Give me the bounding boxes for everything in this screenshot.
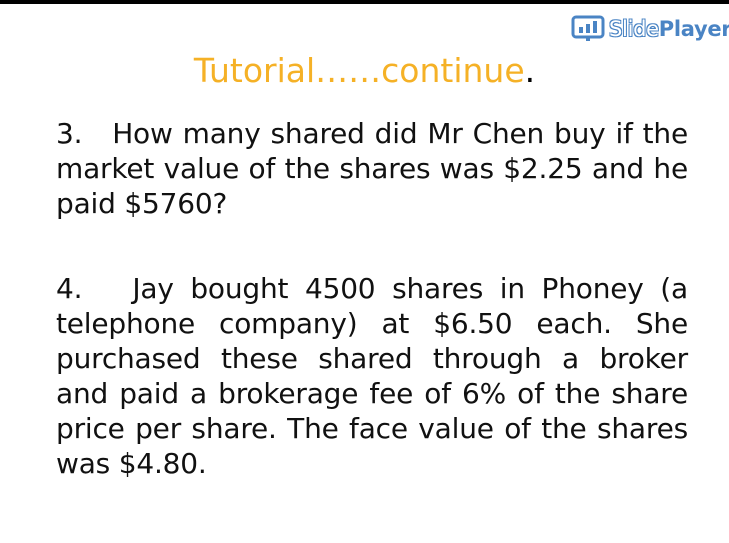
logo-word-light: Slide xyxy=(609,17,659,41)
slideplayer-logo: SlidePlayer xyxy=(571,14,729,44)
logo-wordmark: SlidePlayer xyxy=(609,17,729,41)
slide-title: Tutorial……continue. xyxy=(0,51,729,90)
presentation-screen-icon xyxy=(571,15,605,43)
logo-word-bold: Player xyxy=(658,17,729,41)
question-text: Jay bought 4500 shares in Phoney (a tele… xyxy=(56,272,688,480)
question-number: 3. xyxy=(56,117,83,150)
question-4: 4. Jay bought 4500 shares in Phoney (a t… xyxy=(56,271,688,481)
question-text: How many shared did Mr Chen buy if the m… xyxy=(56,117,688,220)
question-3: 3. How many shared did Mr Chen buy if th… xyxy=(56,116,688,221)
top-border xyxy=(0,0,729,4)
question-number: 4. xyxy=(56,272,83,305)
slide-title-period: . xyxy=(524,51,536,90)
slide-title-text: Tutorial……continue xyxy=(193,51,525,90)
